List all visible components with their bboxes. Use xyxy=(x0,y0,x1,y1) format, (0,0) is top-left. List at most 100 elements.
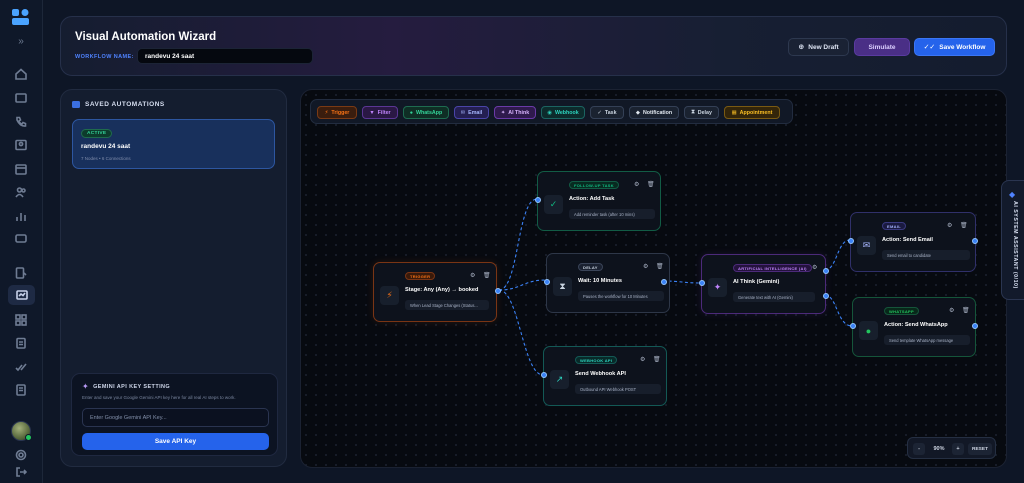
zoom-out-button[interactable]: - xyxy=(913,443,925,455)
palette-chip-delay[interactable]: ⧗Delay xyxy=(684,106,719,119)
palette-chip-webhook[interactable]: ◉Webhook xyxy=(541,106,585,119)
chat-icon[interactable] xyxy=(13,232,29,246)
arrow-up-right-icon: ↗ xyxy=(550,370,569,389)
output-port[interactable] xyxy=(972,238,978,244)
node-description: Generate text with AI (Gemini) xyxy=(733,292,815,302)
contacts-icon[interactable] xyxy=(13,138,29,152)
users-icon[interactable] xyxy=(13,185,29,199)
home-icon[interactable] xyxy=(13,67,29,81)
saved-automation-card[interactable]: ACTIVE randevu 24 saat 7 Nodes • 6 Conne… xyxy=(72,119,275,169)
logout-icon[interactable] xyxy=(13,465,29,479)
whatsapp-node[interactable]: ● WHATSAPP ⚙ 🗑 Action: Send WhatsApp Sen… xyxy=(850,297,978,357)
app-logo-icon[interactable] xyxy=(12,9,30,25)
node-settings-icon[interactable]: ⚙ xyxy=(949,308,955,314)
gemini-api-key-input[interactable]: Enter Google Gemini API Key... xyxy=(82,408,269,427)
node-settings-icon[interactable]: ⚙ xyxy=(812,265,818,271)
node-delete-icon[interactable]: 🗑 xyxy=(647,182,655,188)
input-port[interactable] xyxy=(535,197,541,203)
new-draft-button[interactable]: ⊕ New Draft xyxy=(788,38,849,56)
palette-chip-ai-think[interactable]: ✦AI Think xyxy=(494,106,536,119)
left-rail: » xyxy=(0,0,43,483)
ai-assistant-tab[interactable]: ◆ AI SYSTEM ASSISTANT (0/10) xyxy=(1001,180,1024,300)
input-port[interactable] xyxy=(848,238,854,244)
palette-chip-appointment[interactable]: ▦Appointment xyxy=(724,106,780,119)
reset-zoom-button[interactable]: RESET xyxy=(968,443,992,455)
palette-chip-email[interactable]: ✉Email xyxy=(454,106,489,119)
node-settings-icon[interactable]: ⚙ xyxy=(643,264,649,270)
palette-chip-label: Filter xyxy=(377,109,391,116)
plus-circle-icon: ⊕ xyxy=(798,44,805,51)
zoom-in-button[interactable]: + xyxy=(952,443,964,455)
connector-trigger-delay xyxy=(498,279,547,291)
task-node[interactable]: ✓ FOLLOW-UP TASK ⚙ 🗑 Action: Add Task Ad… xyxy=(535,171,661,231)
workflow-name-label: WORKFLOW NAME: xyxy=(75,54,134,60)
output-port[interactable] xyxy=(661,279,667,285)
node-tag: FOLLOW-UP TASK xyxy=(569,181,619,189)
trigger-node[interactable]: ⚡ TRIGGER ⚙ 🗑 Stage: Any (Any) → booked … xyxy=(373,262,501,322)
palette-chip-icon: ◉ xyxy=(547,109,552,116)
input-port[interactable] xyxy=(850,323,856,329)
save-api-key-button[interactable]: Save API Key xyxy=(82,433,269,450)
connector-delay-ai xyxy=(662,280,702,284)
node-title: Send Webhook API xyxy=(575,371,626,377)
node-delete-icon[interactable]: 🗑 xyxy=(483,273,491,279)
document-icon[interactable] xyxy=(13,383,29,397)
node-title: Action: Send WhatsApp xyxy=(884,322,948,328)
palette-chip-label: Delay xyxy=(697,109,712,116)
output-port[interactable] xyxy=(495,288,501,294)
node-delete-icon[interactable]: 🗑 xyxy=(962,308,970,314)
online-status-dot xyxy=(25,434,32,441)
analytics-icon[interactable] xyxy=(13,209,29,223)
node-title: AI Think (Gemini) xyxy=(733,279,780,285)
node-settings-icon[interactable]: ⚙ xyxy=(470,273,476,279)
node-delete-icon[interactable]: 🗑 xyxy=(653,357,661,363)
calendar-icon[interactable] xyxy=(13,162,29,176)
node-delete-icon[interactable]: 🗑 xyxy=(656,264,664,270)
palette-chip-whatsapp[interactable]: ●WhatsApp xyxy=(403,106,449,119)
phone-icon[interactable] xyxy=(13,115,29,129)
node-delete-icon[interactable]: 🗑 xyxy=(960,223,968,229)
node-description: Send email to candidate xyxy=(882,250,970,260)
clipboard-icon[interactable] xyxy=(13,336,29,350)
palette-chip-trigger[interactable]: ⚡Trigger xyxy=(317,106,357,119)
palette-chip-filter[interactable]: ▼Filter xyxy=(362,106,398,119)
workflow-canvas[interactable]: ⚡Trigger ▼Filter ●WhatsApp ✉Email ✦AI Think ◉… xyxy=(300,89,1007,468)
automation-name: randevu 24 saat xyxy=(81,143,131,150)
ai-assistant-label: AI SYSTEM ASSISTANT (0/10) xyxy=(1012,201,1018,289)
automation-icon[interactable] xyxy=(8,285,35,305)
email-node[interactable]: ✉ EMAIL ⚙ 🗑 Action: Send Email Send emai… xyxy=(848,212,978,272)
input-port[interactable] xyxy=(541,372,547,378)
node-description: Pauses the workflow for 10 Minutes xyxy=(578,291,664,301)
forms-icon[interactable] xyxy=(13,266,29,280)
connector-trigger-task xyxy=(498,198,538,291)
robot-icon: ◆ xyxy=(1009,190,1016,199)
webhook-node[interactable]: ↗ WEBHOOK API ⚙ 🗑 Send Webhook API Outbo… xyxy=(541,346,667,406)
connector-ai-email xyxy=(824,239,851,271)
delay-node[interactable]: ⧗ DELAY ⚙ 🗑 Wait: 10 Minutes Pauses the … xyxy=(544,253,670,313)
palette-chip-icon: ● xyxy=(409,109,413,116)
check-list-icon[interactable] xyxy=(13,360,29,374)
settings-icon[interactable] xyxy=(13,448,29,462)
palette-chip-task[interactable]: ✓Task xyxy=(590,106,624,119)
node-settings-icon[interactable]: ⚙ xyxy=(947,223,953,229)
output-port[interactable] xyxy=(972,323,978,329)
output-port[interactable] xyxy=(823,268,829,274)
save-workflow-button[interactable]: ✓✓ Save Workflow xyxy=(914,38,995,56)
expand-sidebar-icon[interactable]: » xyxy=(18,35,24,47)
node-title: Action: Add Task xyxy=(569,196,615,202)
avatar[interactable] xyxy=(11,421,32,441)
workflow-name-input[interactable]: randevu 24 saat xyxy=(137,48,313,64)
output-port[interactable] xyxy=(823,293,829,299)
palette-chip-label: Webhook xyxy=(554,109,579,116)
input-port[interactable] xyxy=(699,280,705,286)
simulate-button[interactable]: Simulate xyxy=(854,38,910,56)
double-check-icon: ✓✓ xyxy=(923,44,936,51)
palette-chip-icon: ✉ xyxy=(460,109,466,116)
input-port[interactable] xyxy=(544,279,550,285)
apps-grid-icon[interactable] xyxy=(13,313,29,327)
node-settings-icon[interactable]: ⚙ xyxy=(634,182,640,188)
node-settings-icon[interactable]: ⚙ xyxy=(640,357,646,363)
inbox-icon[interactable] xyxy=(13,91,29,105)
ai-think-node[interactable]: ✦ ARTIFICIAL INTELLIGENCE (AI) ⚙ AI Thin… xyxy=(699,254,829,314)
palette-chip-notification[interactable]: ◆Notification xyxy=(629,106,679,119)
